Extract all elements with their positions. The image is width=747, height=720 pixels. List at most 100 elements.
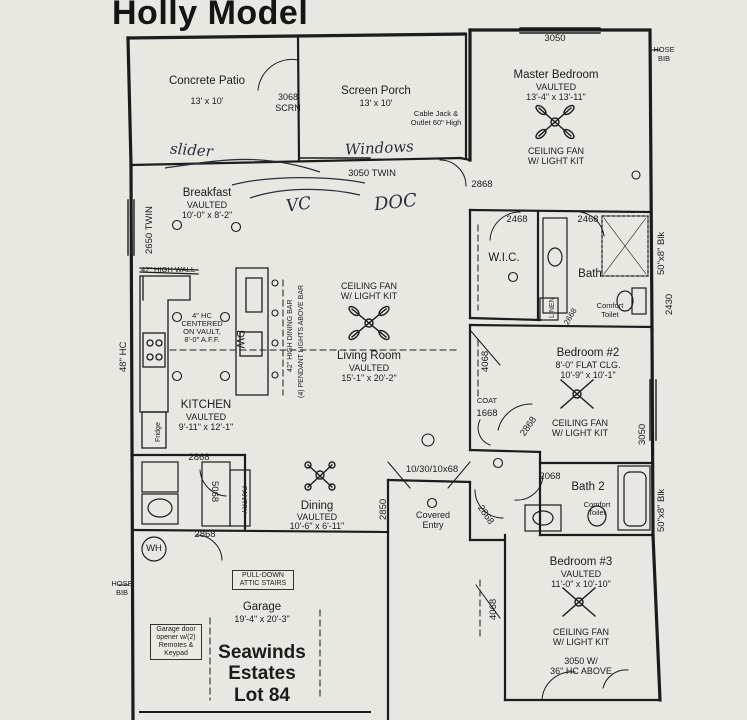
- bedroom3-ceiling: VAULTED: [560, 569, 602, 579]
- covered-entry-1: Covered: [415, 510, 451, 520]
- water-heater-symbol: [141, 536, 167, 562]
- room-bedroom-2: Bedroom #2: [556, 347, 620, 359]
- hose-bib-bottom-1: HOSE: [111, 579, 133, 588]
- kitchen-size: 9'-11" x 12'-1": [178, 422, 234, 432]
- room-screen-porch-size: 13' x 10': [359, 98, 393, 108]
- door-2468-b: 2468: [577, 214, 599, 225]
- room-concrete-patio-size: 13' x 10': [190, 96, 224, 106]
- pendant-note: (4) PENDANT LIGHTS ABOVE BAR: [298, 284, 305, 398]
- comfort2-1: Comfort: [583, 500, 611, 509]
- room-master-bath: Bath: [578, 268, 602, 280]
- door-4068-b: 4068: [488, 598, 499, 620]
- room-bedroom-3: Bedroom #3: [549, 556, 613, 568]
- master-fan-2: W/ LIGHT KIT: [527, 156, 585, 166]
- window-master: 3050: [544, 33, 566, 44]
- bedroom2-fan-1: CEILING FAN: [551, 418, 609, 428]
- block-50x8-a: 50"x8" Blk: [656, 231, 667, 275]
- master-fan-1: CEILING FAN: [527, 146, 585, 156]
- dashed-lines: [169, 224, 481, 701]
- high-wall-note: 42" HIGH WALL: [140, 265, 196, 274]
- room-wic: W.I.C.: [488, 252, 520, 264]
- hc-48: 48" HC: [118, 341, 129, 372]
- kitchen-counters: [139, 267, 269, 449]
- scrn-label: SCRN: [275, 103, 301, 113]
- door-swings: [195, 58, 629, 701]
- handwritten-windows: Windows: [344, 137, 415, 159]
- water-heater: WH: [146, 543, 162, 554]
- opener-1: Garage door: [156, 626, 196, 633]
- opener-2: opener w/(2): [156, 634, 196, 642]
- attic-1: PULL-DOWN: [241, 572, 284, 579]
- ceiling-fans: [304, 104, 596, 617]
- door-5068: 5068: [209, 481, 220, 503]
- dishwasher: DW: [234, 330, 246, 349]
- room-name: Concrete Patio: [168, 75, 246, 87]
- opener-4: Keypad: [164, 650, 188, 658]
- bedroom3-fan-2: W/ LIGHT KIT: [552, 637, 610, 647]
- light-fixtures: [171, 170, 641, 509]
- comfort-toilet-2: Toilet: [601, 310, 619, 319]
- hc-note-1: 4" HC: [192, 311, 212, 320]
- living-fan-1: CEILING FAN: [340, 281, 398, 291]
- master-bath-fixtures: [539, 215, 649, 321]
- double-door: 10/30/10x68: [405, 464, 459, 475]
- bedroom2-size: 10'-9" x 10'-1": [560, 370, 616, 380]
- bedroom3-size: 11'-0" x 10'-10": [551, 579, 611, 589]
- breakfast-ceiling: VAULTED: [186, 200, 228, 210]
- exterior-walls: [126, 28, 662, 720]
- hose-bib-top-2: BIB: [657, 54, 671, 63]
- window-breakfast: 3050 TWIN: [348, 168, 396, 179]
- bedroom2-ceiling: 8'-0" FLAT CLG.: [555, 360, 621, 370]
- hose-bibs: [117, 49, 661, 586]
- interior-walls: [129, 32, 662, 720]
- comfort2-2: Toilet: [588, 508, 606, 517]
- room-screen-porch: Screen Porch: [341, 85, 411, 97]
- breakfast-size: 10'-0" x 8'-2": [181, 210, 233, 220]
- handwritten-marks: [164, 158, 366, 199]
- living-fan-2: W/ LIGHT KIT: [340, 291, 398, 301]
- garage-opener-box: Garage door opener w/(2) Remotes & Keypa…: [150, 624, 202, 661]
- room-breakfast: Breakfast: [182, 187, 232, 199]
- door-2868-d: 2868: [194, 529, 216, 540]
- handwritten-doc: DOC: [373, 189, 418, 216]
- covered-entry-2: Entry: [422, 520, 444, 530]
- linen-closet: LINEN: [549, 297, 556, 318]
- fridge: Fridge: [155, 422, 162, 442]
- kitchen-ceiling: VAULTED: [185, 412, 227, 422]
- door-1668: 1668: [476, 408, 498, 419]
- bedroom3-window-1: 3050 W/: [564, 656, 598, 666]
- plan-title: Holly Model: [112, 0, 309, 32]
- dim-2430: 2430: [664, 293, 675, 315]
- pantry: PANTRY: [240, 486, 247, 514]
- master-ceiling: VAULTED: [535, 82, 577, 92]
- hc-note-2: CENTERED: [181, 319, 223, 328]
- laundry-machines: [141, 461, 251, 527]
- block-50x8-b: 50"x8" Blk: [656, 488, 667, 532]
- handwritten-vc: VC: [284, 193, 313, 217]
- bedroom3-fan-1: CEILING FAN: [552, 627, 610, 637]
- room-dining: Dining: [300, 500, 334, 512]
- comfort-toilet-1: Comfort: [596, 301, 624, 310]
- room-master-bedroom: Master Bedroom: [513, 69, 599, 81]
- lot-line-1: Seawinds: [218, 642, 306, 663]
- room-bath-2: Bath 2: [571, 481, 605, 493]
- lot-info: Seawinds Estates Lot 84: [218, 642, 306, 706]
- lot-line-3: Lot 84: [234, 684, 290, 706]
- dining-bar-note: 42" HIGH DINING BAR: [287, 299, 294, 373]
- dim-3050: 3050: [637, 423, 648, 445]
- living-size: 15'-1" x 20'-2": [341, 373, 397, 383]
- hc-note-3: ON VAULT,: [183, 327, 221, 336]
- room-kitchen: KITCHEN: [180, 399, 232, 411]
- dining-ceiling: VAULTED: [296, 512, 338, 522]
- hose-bib-bottom-2: BIB: [115, 588, 129, 597]
- coat-closet: COAT: [476, 396, 498, 405]
- room-concrete-patio: Concrete Patio: [169, 75, 245, 88]
- door-2868-a: 2868: [471, 179, 493, 190]
- cable-note-2: Outlet 60" High: [410, 118, 462, 127]
- garage-size: 19'-4" x 20'-3": [234, 614, 290, 624]
- attic-2: ATTIC STAIRS: [239, 580, 287, 588]
- handwritten-slider: slider: [169, 139, 214, 161]
- door-4068-a: 4068: [480, 350, 491, 372]
